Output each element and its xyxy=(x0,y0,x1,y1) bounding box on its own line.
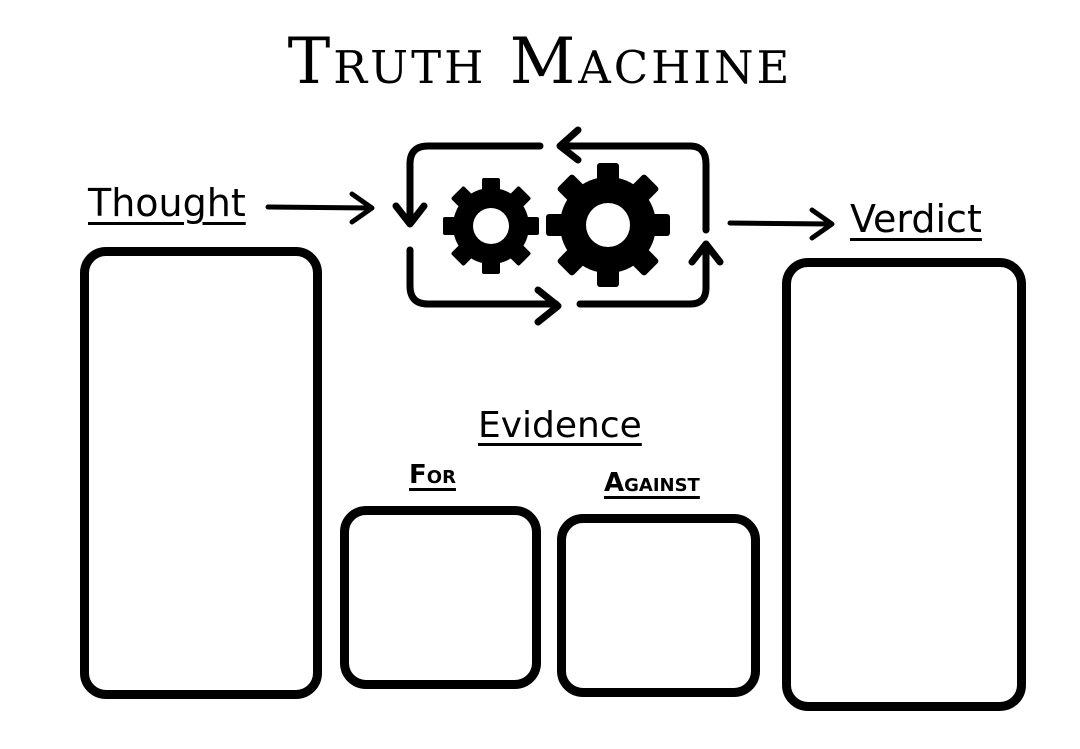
evidence-for-box[interactable] xyxy=(340,506,541,689)
thought-to-machine-arrow xyxy=(265,191,375,225)
machine-to-verdict-arrow xyxy=(727,207,835,241)
for-label: For xyxy=(409,460,456,490)
page-title: Truth Machine xyxy=(287,25,793,99)
verdict-box[interactable] xyxy=(782,258,1026,711)
gears-icon xyxy=(443,163,670,287)
thought-box[interactable] xyxy=(80,247,322,699)
evidence-against-box[interactable] xyxy=(557,514,760,697)
against-label: Against xyxy=(604,468,700,498)
verdict-label: Verdict xyxy=(850,197,982,241)
evidence-heading: Evidence xyxy=(478,405,642,446)
thought-label: Thought xyxy=(88,181,246,225)
cycle-arrows-icon xyxy=(392,126,724,326)
